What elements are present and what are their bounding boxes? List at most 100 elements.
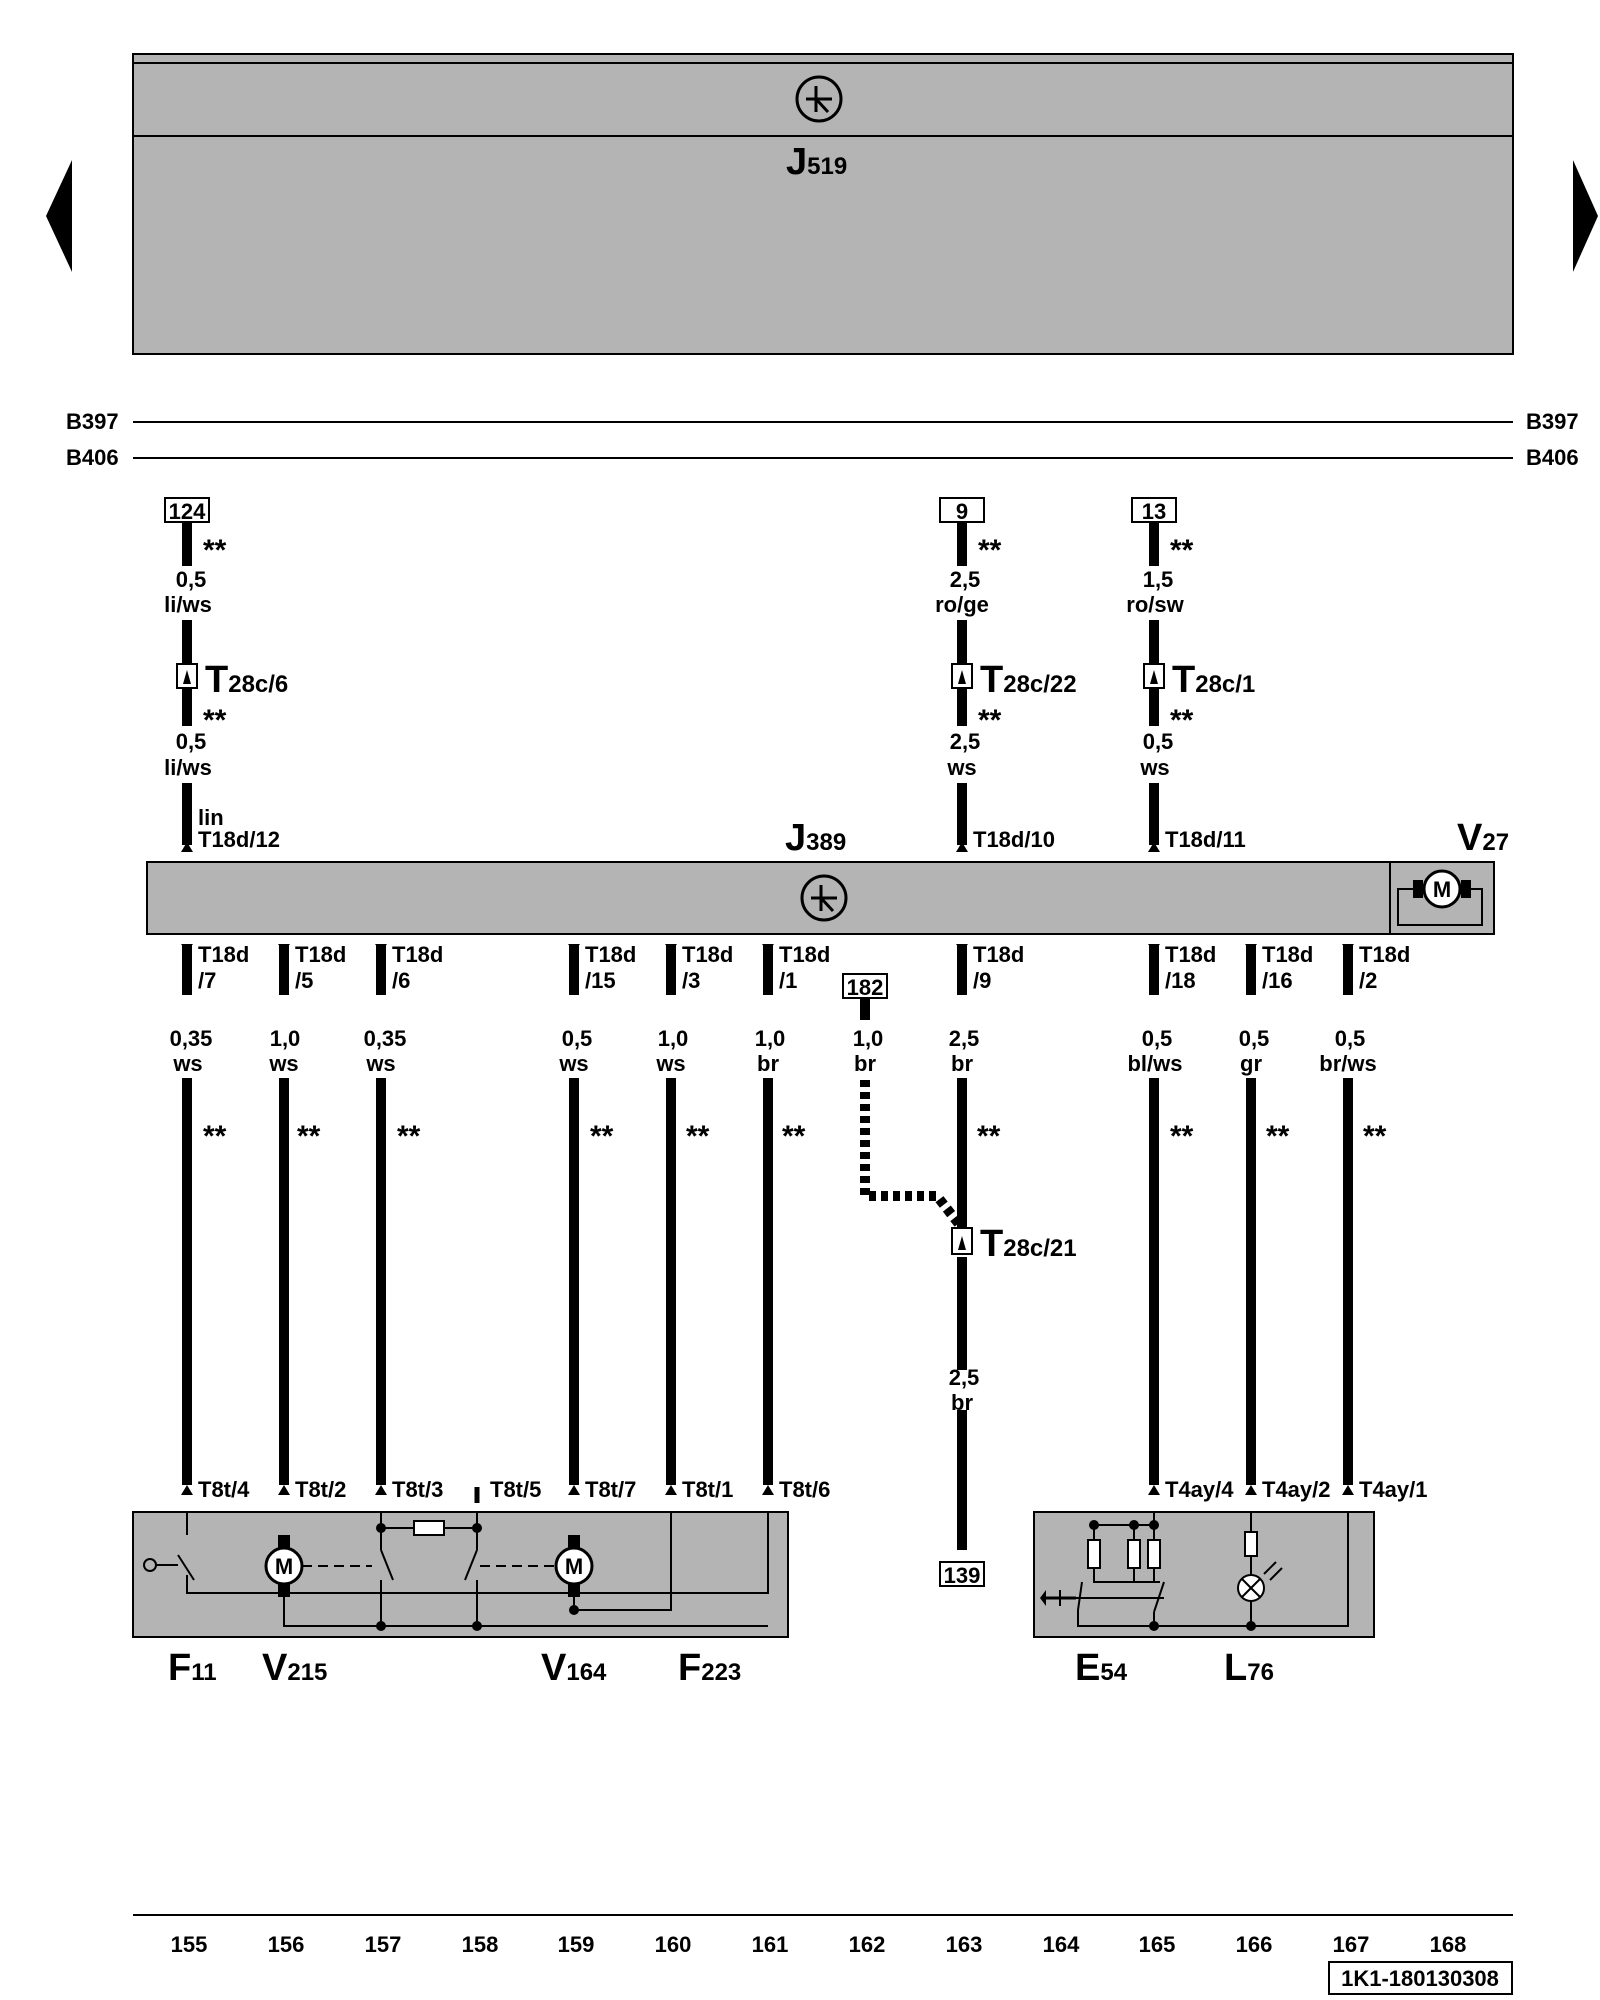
wire-bottom-8-end-pin: T4ay/4 (1165, 1477, 1234, 1502)
svg-text:T28c/22: T28c/22 (980, 659, 1077, 701)
triangle-left-icon[interactable] (46, 160, 72, 272)
wire-top-1-conn-sub: 28c/6 (228, 671, 288, 698)
j519-name: J (786, 141, 807, 183)
wire-bottom-7: T18d /9 2,5 br ** (949, 942, 1025, 1153)
comp-f223-name: F (678, 1647, 701, 1689)
wire-top-2-pin: T18d/10 (973, 827, 1055, 852)
triangle-right-icon[interactable] (1573, 160, 1598, 272)
svg-text:F11: F11 (168, 1647, 217, 1689)
ground-ref-182-label: 182 (847, 975, 884, 1000)
wire-bottom-9-size: 0,5 (1239, 1026, 1270, 1051)
asterisk-mark: ** (1363, 1120, 1387, 1153)
asterisk-mark: ** (203, 534, 227, 567)
ground-ref-182: 182 1,0 br (842, 973, 966, 1232)
ruler-number: 168 (1430, 1932, 1467, 1957)
wire-bottom-5-pin-b: /3 (682, 968, 700, 993)
wire-top-3-size: 1,5 (1143, 567, 1174, 592)
ground-ref-182-color: br (854, 1051, 876, 1076)
wire-bottom-1-pin-b: /7 (198, 968, 216, 993)
pin-arrows-bottom (181, 944, 1354, 1495)
comp-v164-sub: 164 (566, 1659, 607, 1686)
wire-163-size: 2,5 (949, 1365, 980, 1390)
connector-t28c-21: T28c/21 2,5 br 139 (939, 1223, 1077, 1588)
v215-motor-symbol: M (275, 1554, 293, 1579)
wire-bottom-10-pin-b: /2 (1359, 968, 1377, 993)
wire-bottom-4-pin-a: T18d (585, 942, 636, 967)
svg-text:J389: J389 (785, 817, 846, 859)
wire-bottom-4-end-pin: T8t/7 (585, 1477, 636, 1502)
comp-v164-name: V (541, 1647, 567, 1689)
asterisk-mark: ** (397, 1120, 421, 1153)
wire-bottom-6-end-pin: T8t/6 (779, 1477, 830, 1502)
ruler-number: 164 (1043, 1932, 1080, 1957)
wire-bottom-4: T18d /15 0,5 ws ** T8t/7 (558, 942, 636, 1502)
wire-bottom-6-pin-b: /1 (779, 968, 797, 993)
wire-top-1-ref: 124 (169, 499, 206, 524)
wire-bottom-4-size: 0,5 (562, 1026, 593, 1051)
column-ruler: 155 156 157 158 159 160 161 162 163 164 … (133, 1914, 1513, 1957)
wire-bottom-6: T18d /1 1,0 br ** T8t/6 (755, 942, 831, 1502)
wire-bottom-10: T18d /2 0,5 br/ws ** T4ay/1 (1319, 942, 1427, 1502)
doc-id-box: 1K1-180130308 (1328, 1961, 1513, 1995)
wire-top-1-size-lower: 0,5 (176, 729, 207, 754)
comp-l76-sub: 76 (1247, 1659, 1274, 1686)
wire-bottom-7-size: 2,5 (949, 1026, 980, 1051)
wire-bottom-3-pin-b: /6 (392, 968, 410, 993)
wire-top-2-conn: T (980, 659, 1003, 701)
asterisk-mark: ** (1170, 704, 1194, 737)
svg-text:V164: V164 (541, 1647, 607, 1689)
wires-bottom (182, 944, 1353, 1550)
svg-text:V27: V27 (1457, 817, 1509, 859)
wire-bottom-2-color: ws (268, 1051, 298, 1076)
v27-motor-symbol: M (1433, 877, 1451, 902)
wire-163-color: br (951, 1390, 973, 1415)
wire-bottom-8: T18d /18 0,5 bl/ws ** T4ay/4 (1127, 942, 1234, 1502)
wire-top-1-conn: T (205, 659, 228, 701)
wire-bottom-10-pin-a: T18d (1359, 942, 1410, 967)
wire-top-1: 124 ** 0,5 li/ws T28c/6 ** 0,5 li/ws lin… (164, 497, 288, 852)
wire-top-2: 9 ** 2,5 ro/ge T28c/22 ** 2,5 ws T18d/10 (935, 497, 1077, 852)
pin-arrows-top (181, 842, 1160, 852)
wire-top-2-ref: 9 (956, 499, 968, 524)
ruler-number: 163 (946, 1932, 983, 1957)
wire-bottom-4-color: ws (558, 1051, 588, 1076)
wire-bottom-3-end-pin: T8t/3 (392, 1477, 443, 1502)
wire-bottom-2-size: 1,0 (270, 1026, 301, 1051)
svg-text:J519: J519 (786, 141, 847, 183)
wire-bottom-8-pin-a: T18d (1165, 942, 1216, 967)
bus-lines: B397 B397 B406 B406 (66, 409, 1579, 470)
rheostat-e54-icon (1040, 1581, 1165, 1613)
wire-bottom-9: T18d /16 0,5 gr ** T4ay/2 (1239, 942, 1331, 1502)
control-unit-j519: J519 (132, 53, 1514, 355)
control-unit-icon (795, 75, 843, 123)
ruler-number: 159 (558, 1932, 595, 1957)
component-box-left: M M (132, 1511, 789, 1638)
wire-top-2-conn-sub: 28c/22 (1003, 671, 1076, 698)
asterisk-mark: ** (1170, 1120, 1194, 1153)
wire-top-3: 13 ** 1,5 ro/sw T28c/1 ** 0,5 ws T18d/11 (1126, 497, 1255, 852)
wire-bottom-7-pin-a: T18d (973, 942, 1024, 967)
wire-bottom-7-pin-b: /9 (973, 968, 991, 993)
asterisk-mark: ** (203, 704, 227, 737)
wire-top-1-extra: lin (198, 805, 224, 830)
wire-bottom-6-color: br (757, 1051, 779, 1076)
control-unit-icon (800, 874, 848, 922)
ruler-number: 166 (1236, 1932, 1273, 1957)
ruler-number: 161 (752, 1932, 789, 1957)
ground-ref-182-size: 1,0 (853, 1026, 884, 1051)
wire-top-1-size: 0,5 (176, 567, 207, 592)
comp-e54-name: E (1075, 1647, 1100, 1689)
wire-bottom-8-pin-b: /18 (1165, 968, 1196, 993)
motor-v164-icon: M (554, 1535, 594, 1597)
svg-text:L76: L76 (1224, 1647, 1274, 1689)
comp-f223-sub: 223 (701, 1659, 741, 1686)
wire-bottom-5-size: 1,0 (658, 1026, 689, 1051)
asterisk-mark: ** (590, 1120, 614, 1153)
svg-text:T28c/1: T28c/1 (1172, 659, 1255, 701)
bus-b406-left: B406 (66, 445, 119, 470)
ruler-number: 157 (365, 1932, 402, 1957)
wire-bottom-8-size: 0,5 (1142, 1026, 1173, 1051)
ruler-number: 160 (655, 1932, 692, 1957)
comp-l76-name: L (1224, 1647, 1247, 1689)
wire-bottom-3-pin-a: T18d (392, 942, 443, 967)
